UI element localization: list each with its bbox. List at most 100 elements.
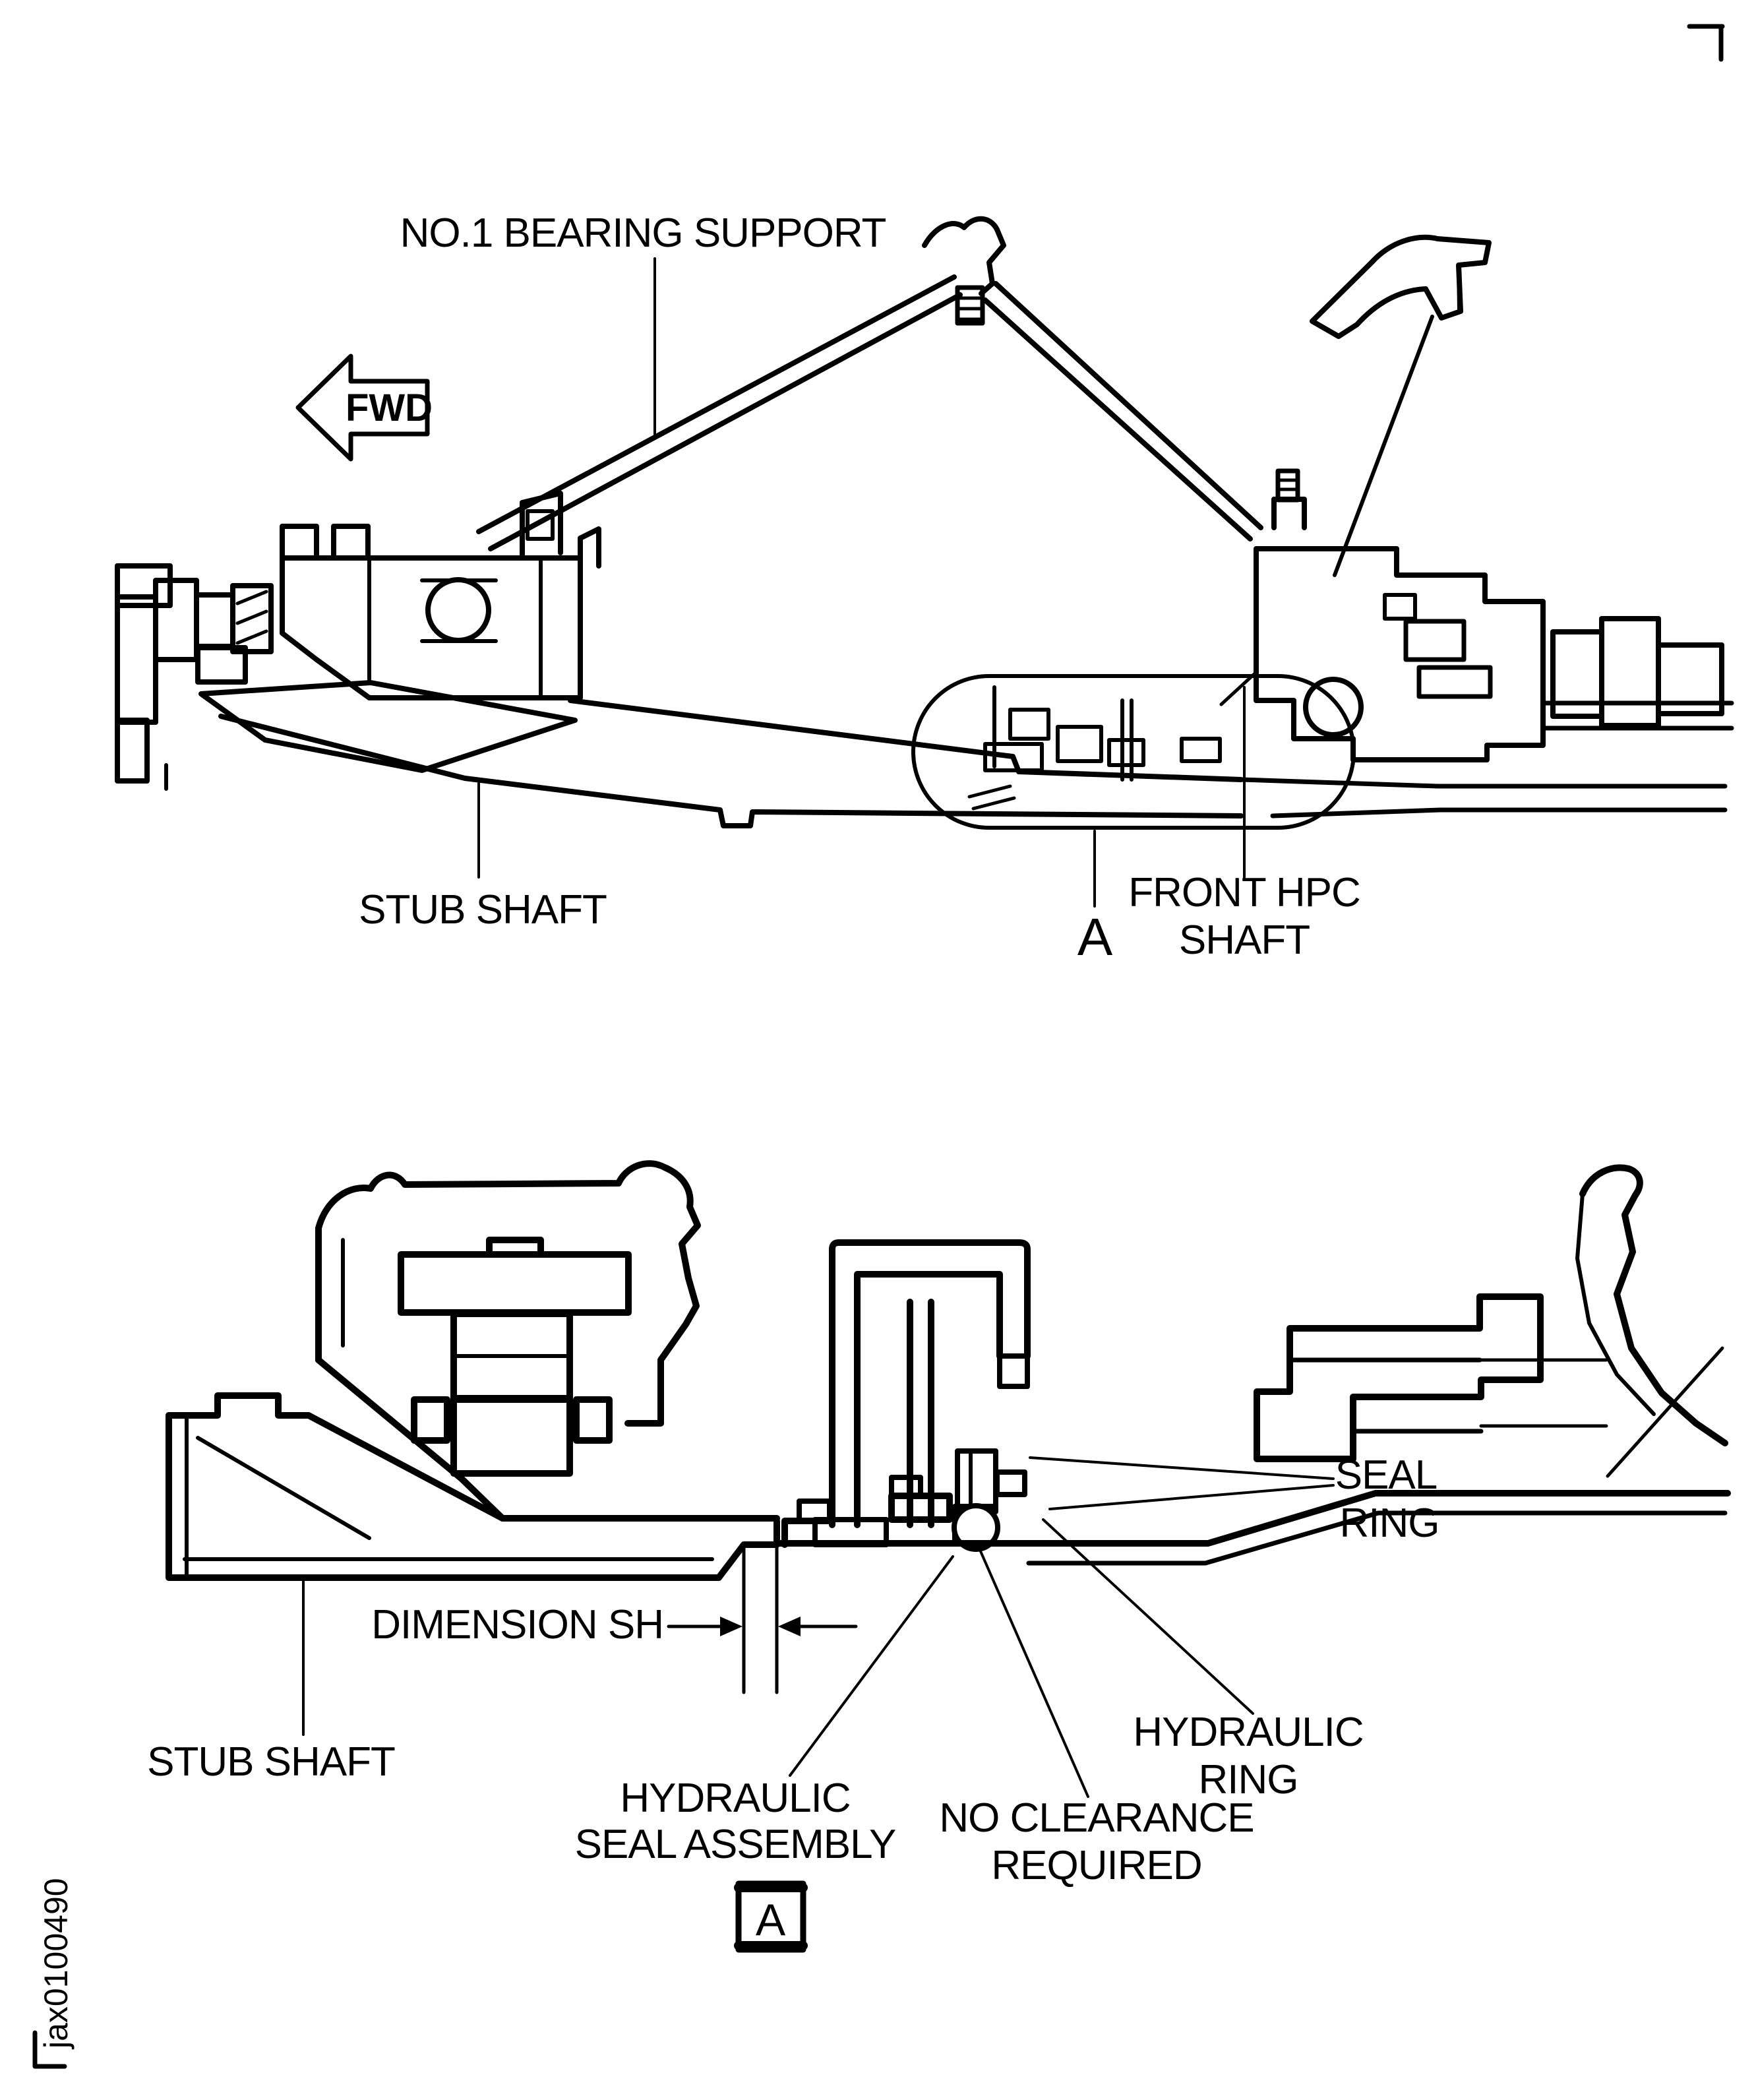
no1-bearing-support-cone — [476, 216, 1492, 578]
hydraulic-ring-label-line2: RING — [1199, 1757, 1298, 1803]
stub-shaft-bottom-profile — [166, 1412, 780, 1581]
apex-bolt — [955, 285, 985, 326]
spline-end-plate — [115, 563, 173, 608]
housing-inner-lines — [367, 556, 543, 700]
stub-shaft-label-lower: STUB SHAFT — [147, 1739, 395, 1785]
right-casing-outline — [1579, 1164, 1728, 1446]
stub-shaft-bottom-edge — [218, 714, 1244, 828]
cage-tab-left — [411, 1396, 450, 1444]
fwd-direction-arrow: FWD — [295, 354, 433, 462]
stub-shaft-top-profile — [166, 1392, 780, 1522]
shaft-land-right — [1238, 777, 1728, 818]
no-clearance-marker-circle — [952, 1503, 1000, 1552]
cone-clevis — [520, 491, 563, 559]
hydraulic-seal-assembly-label-line2: SEAL ASSEMBLY — [575, 1822, 896, 1867]
right-torn-edge-line — [1606, 1346, 1724, 1478]
upper-cross-section: FWD NO.1 BEARING SUPPORT STUB SHAFT A FR… — [115, 210, 1734, 966]
shaft-land-lower-line — [1026, 1510, 1728, 1566]
housing-lug-right — [331, 524, 371, 561]
front-hpc-label-line2: SHAFT — [1179, 917, 1310, 963]
hydraulic-seal-assembly-leader — [789, 1555, 954, 1777]
right-inner-block-a — [1403, 619, 1467, 662]
detail-box-thick-bars — [734, 1883, 808, 1950]
hydraulic-seal-assembly-label-line1: HYDRAULIC — [620, 1776, 850, 1821]
right-flange — [1271, 497, 1307, 530]
bracket-inner-steps — [1287, 1357, 1484, 1434]
housing-lug-left — [280, 524, 319, 561]
spacer-block — [194, 592, 235, 649]
right-casing-inner — [1575, 1192, 1656, 1416]
hpc-shaft-bore-lines — [1540, 700, 1734, 731]
right-bearing-ball — [1303, 677, 1364, 737]
dimension-extension-lines — [742, 1541, 779, 1694]
seal-ring-label-line1: SEAL — [1335, 1452, 1438, 1498]
stub-shaft-span — [218, 698, 1728, 828]
seal-blade-foot — [888, 1493, 953, 1523]
right-bolt-threads — [1276, 478, 1300, 491]
top-right-corner-mark — [1687, 24, 1725, 62]
right-inner-block-b — [1416, 665, 1493, 699]
bearing-race-lines — [420, 578, 498, 643]
seal-detail-block-b — [1056, 725, 1103, 763]
dimension-arrowhead-left-icon — [778, 1617, 801, 1636]
support-right-step — [997, 1353, 1030, 1389]
seal-detail-foot — [983, 742, 1044, 772]
detail-bearing-stack — [398, 1237, 632, 1477]
seal-retainer-clip — [889, 1475, 923, 1498]
front-hpc-label-line1: FRONT HPC — [1128, 870, 1360, 915]
dimension-sh-callout: DIMENSION SH — [371, 1541, 858, 1694]
no-clearance-label-line1: NO CLEARANCE — [939, 1795, 1254, 1841]
bearing-outer-race — [398, 1251, 632, 1316]
spline-end-body — [115, 594, 158, 725]
apex-bolt-threads — [955, 296, 984, 321]
seal-detail-block-c — [1107, 738, 1145, 767]
no-clearance-leader — [979, 1550, 1089, 1798]
hydraulic-ring-part — [955, 1448, 998, 1514]
outer-race-nub — [486, 1237, 544, 1258]
thread-hatching — [235, 590, 268, 645]
hydraulic-ring-leader — [1042, 1518, 1254, 1715]
detail-a-marker-label: A — [1077, 908, 1113, 966]
lock-nut — [153, 578, 199, 662]
fwd-arrow-outline — [295, 354, 430, 462]
bearing-support-label: NO.1 BEARING SUPPORT — [400, 210, 886, 256]
clevis-pin — [526, 509, 555, 541]
right-step-c — [1656, 642, 1724, 716]
right-inner-block-c — [1383, 593, 1417, 621]
casing-lower-arm — [315, 1357, 506, 1522]
stub-shaft-label-upper: STUB SHAFT — [359, 887, 607, 933]
outer-case-edge-line — [1333, 315, 1434, 577]
seal-ring-leaders — [1029, 1456, 1335, 1510]
seal-blade — [907, 1299, 934, 1528]
cone-mount-tab — [578, 526, 601, 578]
spline-ticks — [967, 784, 1016, 811]
casing-outline — [315, 1160, 701, 1427]
no1-bearing-ball — [425, 577, 491, 643]
seal-detail-block-a — [1008, 708, 1050, 741]
detail-box-letter: A — [756, 1895, 786, 1945]
detail-a-boundary-ellipse — [911, 674, 1356, 830]
hydraulic-seal-support — [781, 1239, 1031, 1552]
detail-box-marker: A — [734, 1880, 808, 1953]
threaded-retainer — [230, 583, 274, 654]
fwd-arrow-label: FWD — [346, 386, 433, 429]
figure-id-text: jax0100490 — [38, 1878, 75, 2050]
detail-a-callout — [911, 672, 1356, 830]
shaft-land-line — [773, 1490, 1731, 1547]
support-cone-right-slope — [983, 281, 1263, 541]
right-flange-bolt — [1275, 468, 1300, 503]
stub-shaft-hub-wedge — [198, 680, 578, 773]
hydraulic-ring-label-line1: HYDRAULIC — [1133, 1710, 1363, 1755]
seal-ring-part — [994, 1469, 1027, 1497]
right-housing-outline — [1254, 546, 1546, 762]
dimension-arrowhead-right-icon — [720, 1617, 742, 1636]
detail-a-enlarged-view: DIMENSION SH STUB SHAFT HYDRAULIC SEAL A… — [147, 1160, 1731, 1953]
stub-shaft-inner-lines — [183, 1413, 714, 1580]
seal-blade-lines — [1120, 698, 1134, 782]
lower-flange — [115, 718, 150, 784]
front-hpc-shaft-bracket — [1254, 1293, 1544, 1462]
support-cone-left-slope — [476, 274, 963, 551]
bottom-left-corner-bracket — [32, 2030, 67, 2069]
